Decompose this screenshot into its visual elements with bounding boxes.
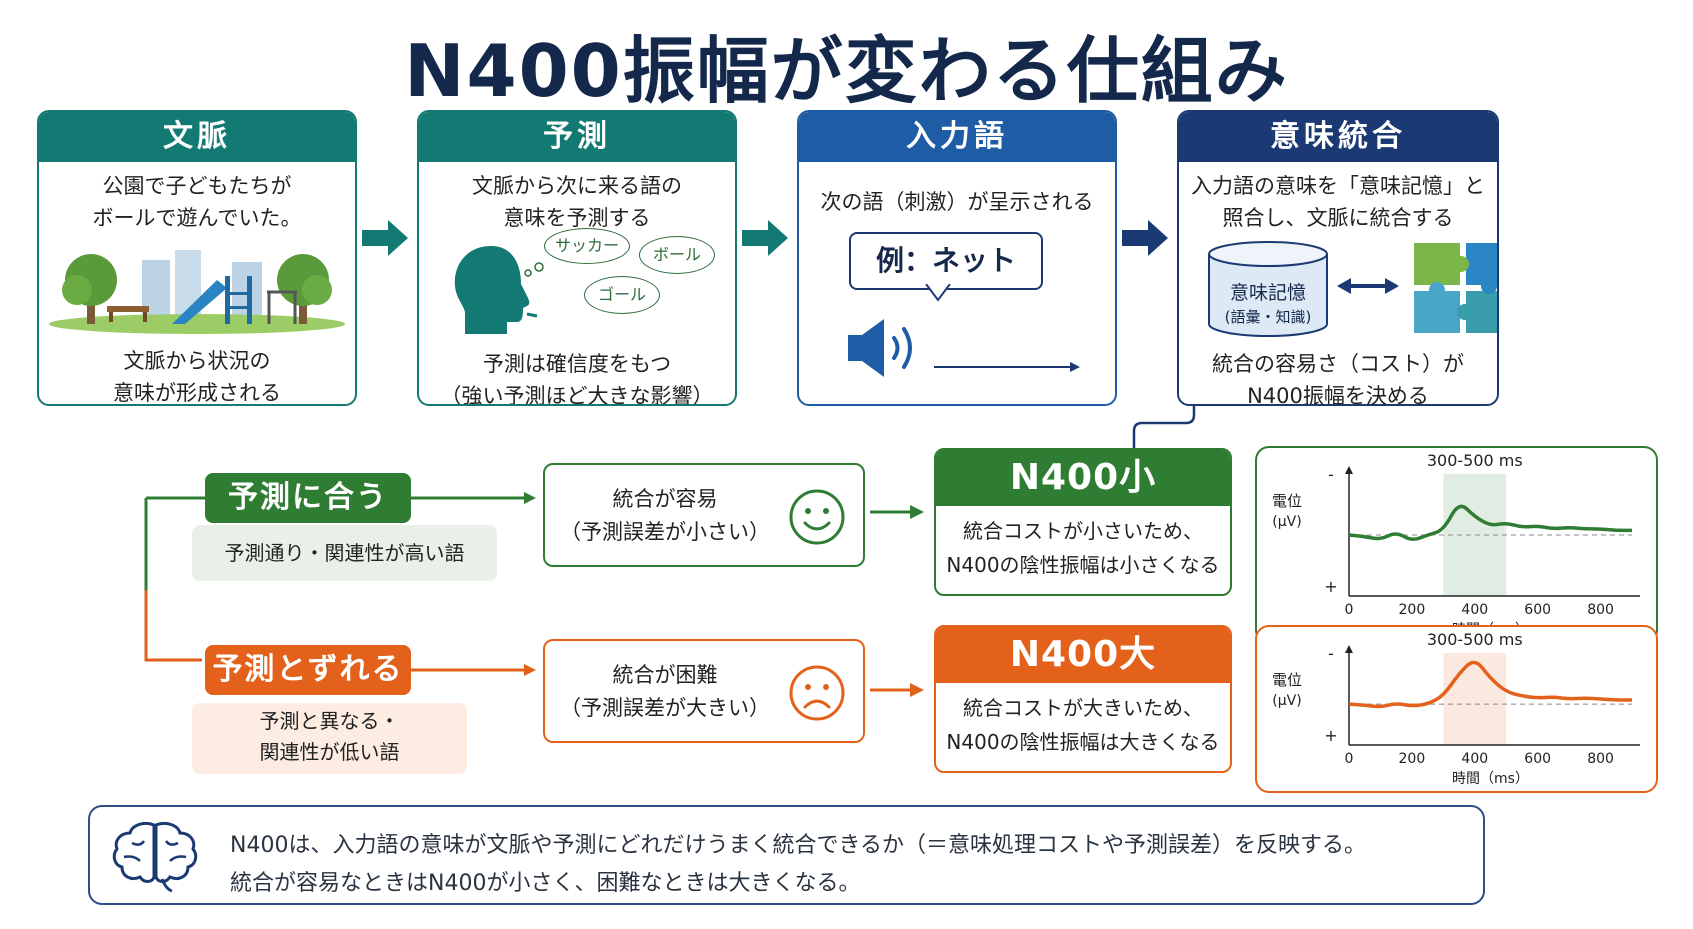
x-tick-label: 600 [1524, 602, 1551, 618]
integration-text-bottom: 統合の容易さ（コスト）が N400振幅を決める [1212, 352, 1464, 406]
x-tick-label: 200 [1399, 751, 1426, 767]
input-word-card: 入力語 次の語（刺激）が呈示される 例：ネット [797, 110, 1117, 406]
n400-large-box: N400大 統合コストが大きいため、 N400の陰性振幅は大きくなる [934, 625, 1232, 773]
x-tick-label: 600 [1524, 751, 1551, 767]
match-subtext: 予測通り・関連性が高い語 [192, 525, 497, 581]
head-silhouette-icon [454, 246, 538, 334]
x-tick-label: 0 [1345, 602, 1354, 618]
brain-icon [112, 821, 198, 893]
mismatch-box: 統合が困難 （予測誤差が大きい） [543, 639, 865, 743]
y-minus-label: - [1328, 465, 1334, 484]
bubble-soccer: サッカー [544, 228, 630, 264]
context-text-bottom: 文脈から状況の 意味が形成される [113, 349, 281, 405]
note-line-1: N400は、入力語の意味が文脈や予測にどれだけうまく統合できるか（＝意味処理コス… [230, 833, 1367, 858]
y-axis-unit: (μV) [1272, 693, 1301, 709]
integration-card-header: 意味統合 [1179, 112, 1497, 162]
time-window-highlight [1443, 653, 1507, 745]
arrow-right-icon [870, 505, 924, 519]
arrow-right-icon [362, 220, 408, 256]
note-line-2: 統合が容易なときはN400が小さく、困難なときは大きくなる。 [230, 871, 861, 896]
bubble-ball: ボール [639, 236, 715, 274]
prediction-card: 予測 文脈から次に来る語の 意味を予測する サッカー ボール ゴール 予測は確信… [417, 110, 737, 406]
erp-chart-large-svg: 300-500 ms - + 電位 (μV) 0 200 400 600 800 時間（ms） [1272, 630, 1640, 787]
context-text-top: 公園で子どもたちが ボールで遊んでいた。 [92, 174, 302, 230]
mismatch-subtext: 予測と異なる・ 関連性が低い語 [192, 703, 467, 774]
time-window-label: 300-500 ms [1427, 451, 1523, 470]
input-text-top: 次の語（刺激）が呈示される [820, 190, 1094, 214]
arrow-right-icon [1122, 220, 1168, 256]
time-arrow [934, 362, 1080, 372]
x-tick-label: 400 [1461, 602, 1488, 618]
context-card-header: 文脈 [39, 112, 355, 162]
frown-icon [789, 665, 845, 721]
double-arrow-icon [1337, 278, 1399, 294]
prediction-card-header: 予測 [419, 112, 735, 162]
example-word: 例：ネット [875, 244, 1016, 277]
n400-large-header: N400大 [936, 627, 1230, 683]
example-word-box: 例：ネット [849, 232, 1043, 290]
match-box-text: 統合が容易 （予測誤差が小さい） [560, 487, 770, 544]
memory-sublabel: (語彙・知識) [1224, 308, 1312, 326]
bubble-goal: ゴール [584, 276, 660, 314]
bubble-tail [925, 284, 951, 302]
park-illustration [49, 250, 345, 334]
erp-series-line [1348, 660, 1632, 709]
arrow-right-icon [870, 683, 924, 697]
time-window-label: 300-500 ms [1427, 630, 1523, 649]
y-minus-label: - [1328, 644, 1334, 663]
speaker-icon [848, 319, 912, 377]
y-plus-label: + [1324, 577, 1337, 596]
prediction-text-bottom: 予測は確信度をもつ （強い予測ほど大きな影響） [440, 352, 714, 406]
context-card: 文脈 公園で子どもたちが ボールで遊んでいた。 文脈から状況の 意味が形成される [37, 110, 357, 406]
erp-series-line [1348, 504, 1632, 542]
n400-small-text: 統合コストが小さいため、 N400の陰性振幅は小さくなる [946, 519, 1220, 577]
memory-cylinder [1208, 241, 1328, 337]
x-axis-label: 時間（ms） [1452, 771, 1529, 787]
x-tick-label: 200 [1399, 602, 1426, 618]
y-axis-arrow [1345, 645, 1353, 653]
y-axis-arrow [1345, 466, 1353, 474]
y-axis-label: 電位 [1272, 671, 1302, 689]
thought-dots-icon [524, 262, 544, 277]
integration-card: 意味統合 入力語の意味を「意味記憶」と 照合し、文脈に統合する 意味記憶 (語彙… [1177, 110, 1499, 406]
x-tick-label: 800 [1587, 751, 1614, 767]
prediction-text-top: 文脈から次に来る語の 意味を予測する [472, 174, 682, 230]
mismatch-box-text: 統合が困難 （予測誤差が大きい） [560, 663, 770, 720]
y-axis-label: 電位 [1272, 492, 1302, 510]
n400-small-box: N400小 統合コストが小さいため、 N400の陰性振幅は小さくなる [934, 448, 1232, 596]
smile-icon [789, 489, 845, 545]
n400-small-header: N400小 [936, 450, 1230, 506]
erp-chart-large: 300-500 ms - + 電位 (μV) 0 200 400 600 800 時間（ms） [1255, 625, 1658, 793]
match-box: 統合が容易 （予測誤差が小さい） [543, 463, 865, 567]
input-card-header: 入力語 [799, 112, 1115, 162]
x-tick-label: 400 [1461, 751, 1488, 767]
x-tick-label: 800 [1587, 602, 1614, 618]
puzzle-icon [1412, 241, 1497, 335]
integration-text-top: 入力語の意味を「意味記憶」と 照合し、文脈に統合する [1191, 174, 1485, 230]
y-axis-unit: (μV) [1272, 514, 1301, 530]
page-title: N400振幅が変わる仕組み [404, 29, 1289, 113]
x-tick-label: 0 [1345, 751, 1354, 767]
summary-note: N400は、入力語の意味が文脈や予測にどれだけうまく統合できるか（＝意味処理コス… [88, 805, 1485, 905]
memory-label: 意味記憶 [1229, 282, 1306, 304]
connector-line [1132, 405, 1196, 449]
match-pill: 予測に合う [205, 473, 411, 523]
branch-lines [144, 492, 536, 676]
n400-large-text: 統合コストが大きいため、 N400の陰性振幅は大きくなる [946, 696, 1220, 754]
y-plus-label: + [1324, 726, 1337, 745]
arrow-right-icon [742, 220, 788, 256]
mismatch-pill: 予測とずれる [205, 645, 411, 695]
